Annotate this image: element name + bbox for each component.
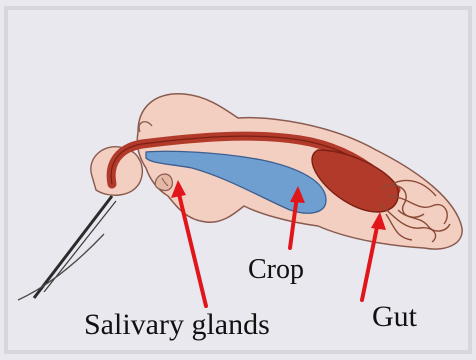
crop-label: Crop xyxy=(248,256,304,284)
salivary-glands-label: Salivary glands xyxy=(84,310,270,340)
gut-label: Gut xyxy=(372,302,417,332)
salivary-gland xyxy=(155,174,172,191)
